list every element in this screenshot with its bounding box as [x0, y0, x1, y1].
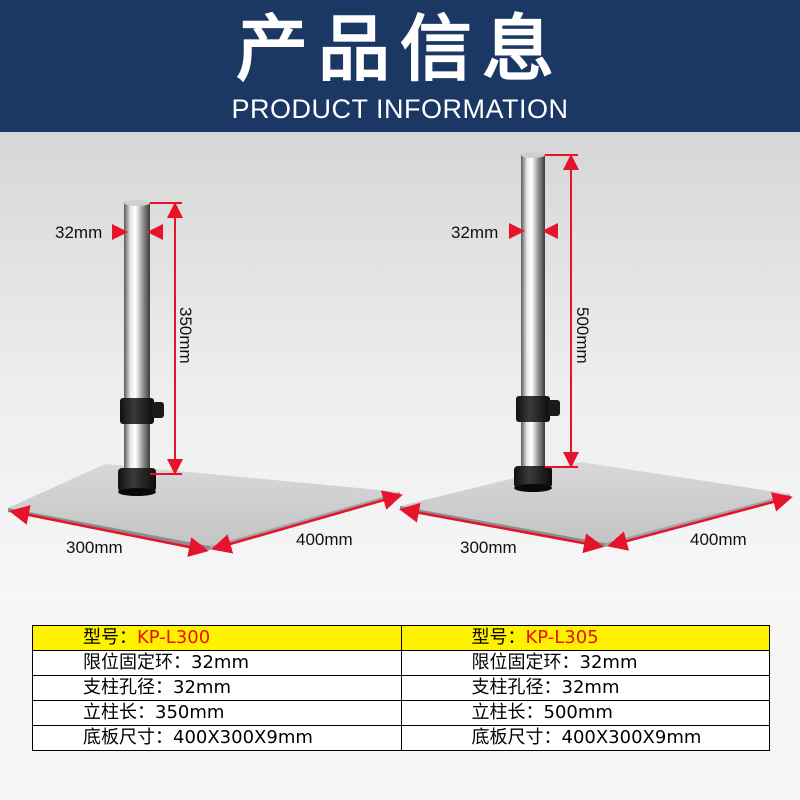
model-code: KP-L305	[525, 627, 599, 648]
product-photo-area: 32mm 350mm 300mm 400mm	[0, 132, 800, 600]
table-row: 底板尺寸：400X300X9mm 底板尺寸：400X300X9mm	[32, 725, 770, 751]
table-cell: 立柱长：500mm	[400, 700, 770, 726]
table-cell: 底板尺寸：400X300X9mm	[32, 725, 402, 751]
model-cell-kp-l300: 型号：KP-L300	[32, 625, 402, 651]
table-cell: 底板尺寸：400X300X9mm	[400, 725, 770, 751]
product-2-width-label: 300mm	[460, 538, 517, 557]
model-cell-kp-l305: 型号：KP-L305	[400, 625, 770, 651]
table-row: 立柱长：350mm 立柱长：500mm	[32, 700, 770, 726]
page-title: 产品信息	[235, 7, 564, 91]
product-2-height-label: 500mm	[573, 307, 592, 364]
spec-section: 型号：KP-L300 型号：KP-L305 限位固定环：32mm 限位固定环：3…	[0, 600, 800, 800]
product-1-width-label: 300mm	[66, 538, 123, 557]
page-subtitle: PRODUCT INFORMATION	[231, 94, 569, 124]
product-1-height-label: 350mm	[176, 307, 195, 364]
table-cell: 限位固定环：32mm	[32, 650, 402, 676]
model-label: 型号：	[83, 627, 137, 648]
spec-table: 型号：KP-L300 型号：KP-L305 限位固定环：32mm 限位固定环：3…	[32, 625, 770, 751]
product-1-depth-label: 400mm	[296, 530, 353, 549]
product-2-dimensions	[399, 154, 793, 554]
table-cell: 限位固定环：32mm	[400, 650, 770, 676]
table-row: 限位固定环：32mm 限位固定环：32mm	[32, 650, 770, 676]
table-cell: 立柱长：350mm	[32, 700, 402, 726]
table-cell: 支柱孔径：32mm	[32, 675, 402, 701]
table-row: 支柱孔径：32mm 支柱孔径：32mm	[32, 675, 770, 701]
product-1-diameter-label: 32mm	[55, 223, 102, 242]
product-2-depth-label: 400mm	[690, 530, 747, 549]
model-label: 型号：	[471, 627, 526, 648]
model-code: KP-L300	[137, 627, 211, 648]
header-banner: 产品信息 PRODUCT INFORMATION	[0, 0, 800, 132]
product-1-dimensions	[9, 202, 403, 557]
table-cell: 支柱孔径：32mm	[400, 675, 770, 701]
product-2-diameter-label: 32mm	[451, 223, 498, 242]
table-row-model: 型号：KP-L300 型号：KP-L305	[32, 625, 770, 651]
